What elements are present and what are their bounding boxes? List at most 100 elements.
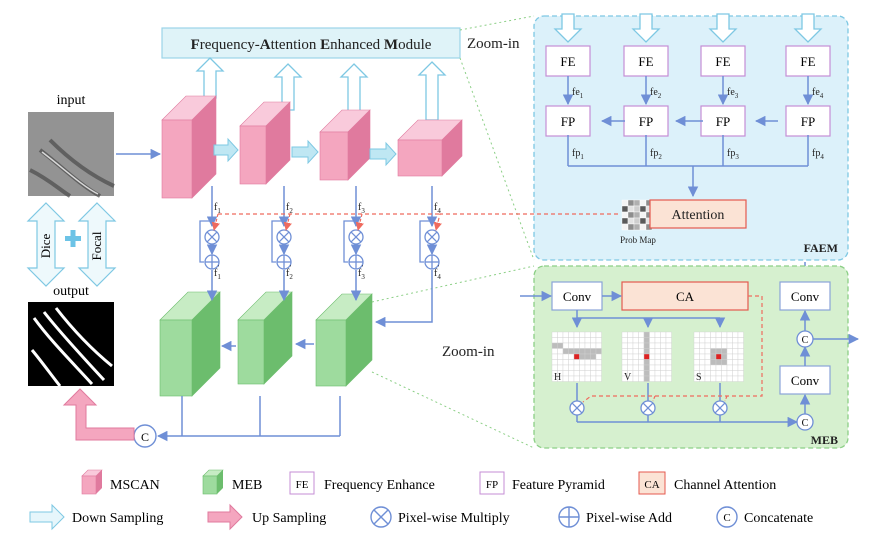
kernel-cell — [595, 348, 602, 355]
kernel-cell — [693, 359, 700, 366]
feature-f2: f2 — [286, 202, 293, 215]
kernel-cell — [737, 337, 744, 344]
kernel-cell — [568, 375, 575, 382]
kernel-cell — [660, 370, 667, 377]
kernel-cell — [665, 370, 672, 377]
zoom-in-label-bottom: Zoom-in — [442, 344, 495, 360]
kernel-cell — [721, 370, 728, 377]
prob-map-cell — [627, 199, 635, 207]
kernel-h: H — [551, 331, 602, 383]
prob-map-cell — [639, 205, 647, 213]
kernel-cell — [643, 375, 650, 382]
kernel-cell — [590, 348, 597, 355]
legend-concatenate: Concatenate — [744, 511, 813, 526]
kernel-cell — [638, 348, 645, 355]
mscan-block-1 — [161, 95, 217, 199]
kernel-cell — [638, 331, 645, 338]
fp-box-4 — [785, 105, 831, 137]
mscan-block-3 — [319, 109, 371, 181]
kernel-cell — [710, 370, 717, 377]
kernel-cell — [649, 331, 656, 338]
attention-dash-branch-1 — [355, 213, 364, 231]
kernel-cell — [579, 342, 586, 349]
fp-output-3: fp3 — [727, 148, 739, 161]
kernel-cell — [584, 337, 591, 344]
kernel-cell — [732, 353, 739, 360]
kernel-cell — [699, 331, 706, 338]
kernel-cell — [726, 364, 733, 371]
kernel-cell — [638, 337, 645, 344]
feature-f3: f3 — [358, 202, 365, 215]
kernel-cell — [710, 375, 717, 382]
kernel-cell — [693, 348, 700, 355]
kernel-cell — [732, 342, 739, 349]
kernel-cell — [590, 353, 597, 360]
kernel-cell — [721, 353, 728, 360]
meb-concat-label-1: C — [802, 418, 809, 429]
up-sampling-output-arrow — [62, 388, 135, 441]
fp-output-1: fp1 — [572, 148, 584, 161]
meb-concat-op-2 — [796, 330, 814, 348]
fe-output-2: fe2 — [650, 87, 662, 100]
kernel-cell — [568, 337, 575, 344]
kernel-cell — [726, 337, 733, 344]
fp-label-4: FP — [801, 114, 815, 129]
kernel-cell — [643, 337, 650, 344]
prob-map-cell — [633, 217, 641, 225]
kernel-cell — [562, 359, 569, 366]
module-title-box — [161, 27, 461, 59]
kernel-cell — [632, 337, 639, 344]
kernel-cell — [573, 375, 580, 382]
legend-fe-icon — [289, 471, 315, 495]
kernel-cell — [654, 337, 661, 344]
kernel-cell — [627, 348, 634, 355]
fp-box-3 — [700, 105, 746, 137]
kernel-cell — [590, 375, 597, 382]
kernel-cell — [710, 337, 717, 344]
meb-block-1 — [159, 291, 221, 397]
kernel-cell — [643, 359, 650, 366]
mscan-block-4-front — [397, 139, 443, 177]
kernel-cell — [715, 342, 722, 349]
meb-lines — [520, 290, 860, 428]
kernel-cell — [621, 359, 628, 366]
fp-output-4: fp4 — [812, 148, 824, 161]
kernel-cell — [649, 364, 656, 371]
kernel-cell — [654, 348, 661, 355]
feature-f1: f1 — [214, 202, 221, 215]
meb-conv-label-3: Conv — [791, 373, 820, 388]
legend-down-sampling: Down Sampling — [72, 511, 163, 526]
kernel-cell — [649, 353, 656, 360]
skip-f4-to-decoder — [374, 270, 433, 328]
kernel-cell — [665, 348, 672, 355]
legend-up-sampling-icon — [207, 503, 243, 531]
kernel-cell — [584, 364, 591, 371]
legend-ca-icon — [638, 471, 666, 495]
kernel-cell — [627, 353, 634, 360]
input-image — [28, 112, 115, 198]
kernel-cell — [665, 364, 672, 371]
kernel-cell — [643, 353, 650, 360]
kernel-cell — [551, 337, 558, 344]
prob-map-cell — [621, 199, 629, 207]
kernel-cell — [573, 353, 580, 360]
legend-channel-attention: Channel Attention — [674, 478, 776, 493]
kernel-cell — [726, 359, 733, 366]
fe-output-3: fe3 — [727, 87, 739, 100]
faem-input-arrow-2 — [631, 13, 661, 43]
kernel-cell — [643, 370, 650, 377]
fe-output-1: fe1 — [572, 87, 584, 100]
meb-block-1-front — [159, 319, 193, 397]
kernel-cell — [627, 364, 634, 371]
loss-plus-icon — [65, 230, 81, 247]
kernel-cell — [632, 364, 639, 371]
focal-label: Focal — [89, 231, 104, 260]
kernel-cell — [704, 342, 711, 349]
kernel-cell — [621, 353, 628, 360]
kernel-cell — [595, 331, 602, 338]
fe-box-4 — [785, 45, 831, 77]
kernel-cell — [638, 353, 645, 360]
kernel-cell — [721, 364, 728, 371]
feature-f-prime1: f1' — [214, 264, 221, 281]
